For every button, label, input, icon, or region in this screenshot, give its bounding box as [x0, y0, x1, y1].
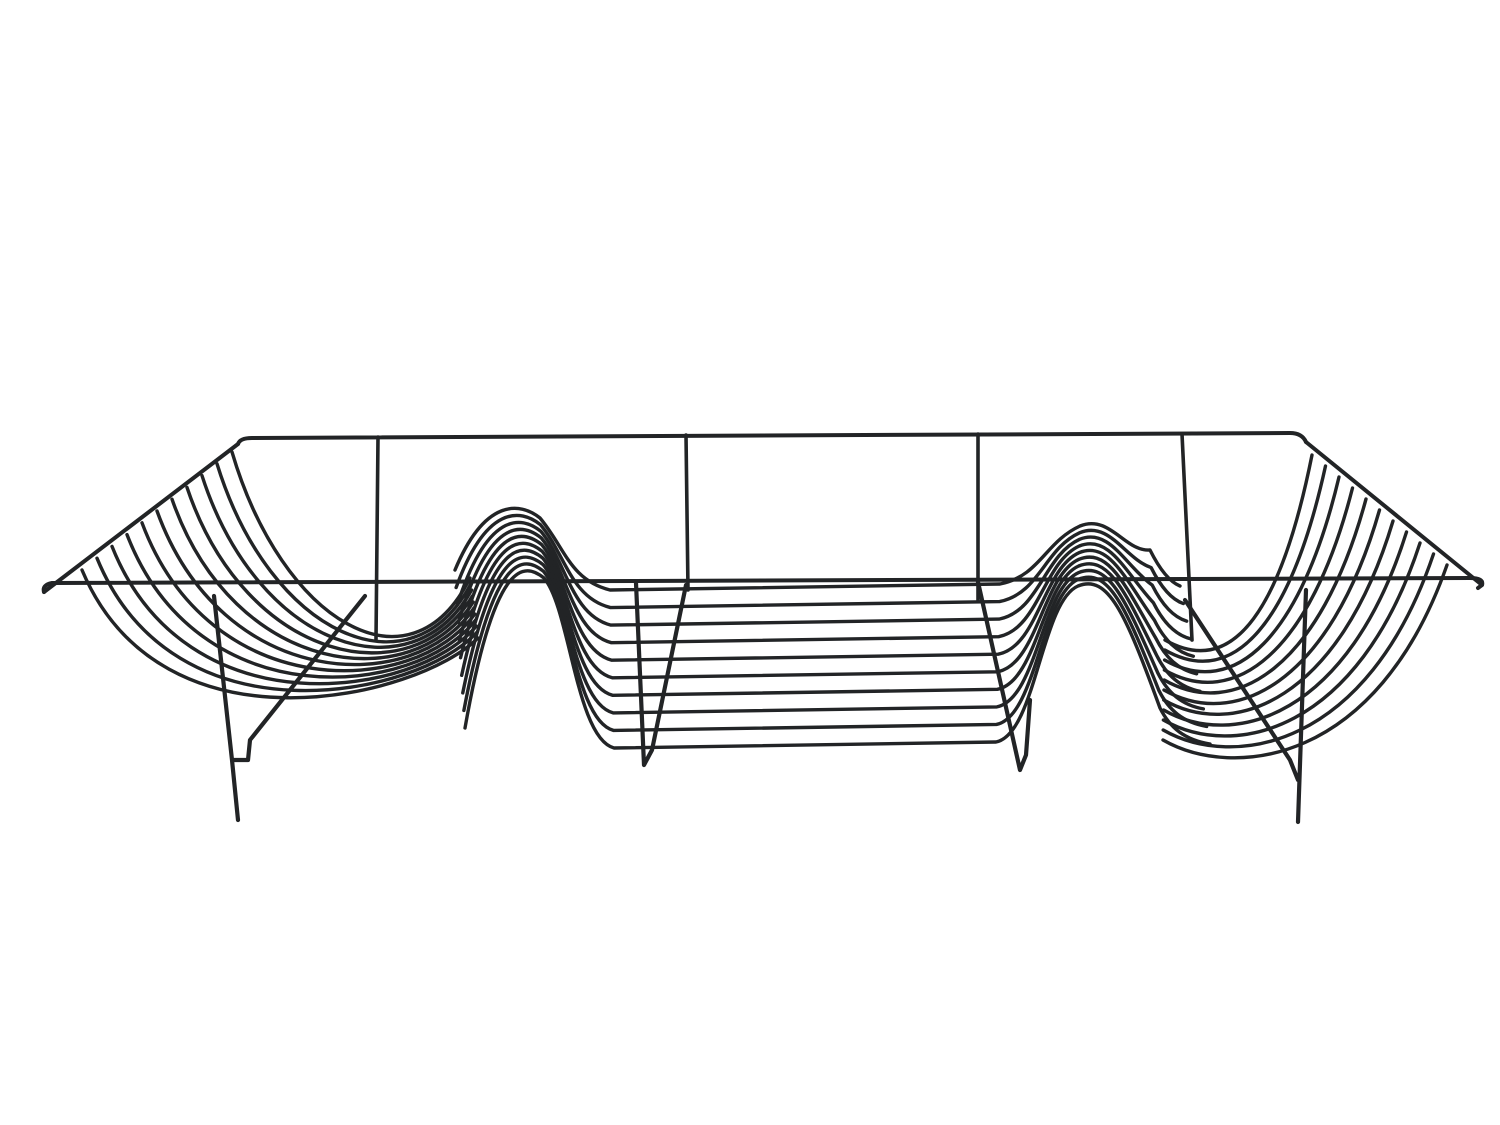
left-basket-wire — [110, 544, 479, 686]
leg-group — [211, 579, 1309, 825]
left-basket-wire — [155, 509, 476, 667]
left-basket-wire — [125, 532, 478, 679]
right-basket-wire — [1163, 453, 1314, 653]
left-basket-wire — [95, 556, 479, 693]
frame-top-left-wire — [42, 442, 240, 594]
leg-wire — [1182, 587, 1309, 825]
left-basket-wire — [170, 497, 475, 661]
bottom-wire — [459, 548, 1202, 698]
bottom-wire — [458, 541, 1199, 680]
leg-wire — [975, 579, 1033, 773]
leg-wire — [211, 593, 368, 823]
right-basket-wire — [1161, 563, 1449, 760]
back-post-wire — [374, 435, 380, 642]
left-basket-wire-group — [80, 450, 480, 700]
right-basket-wire — [1162, 475, 1341, 674]
bottom-wire — [457, 534, 1196, 662]
bottom-wire — [463, 569, 1212, 750]
left-basket-wire — [80, 568, 480, 700]
right-basket-wire — [1162, 519, 1395, 716]
frame-top-right-wire — [1304, 440, 1484, 587]
bottom-wire — [461, 555, 1206, 715]
left-basket-wire — [230, 450, 472, 639]
frame-top-back-wire — [236, 431, 1308, 446]
right-basket-wire — [1162, 486, 1355, 684]
left-basket-wire — [215, 462, 473, 644]
bottom-wire — [456, 527, 1192, 645]
bottom-wire — [453, 506, 1182, 592]
leg-wire — [633, 580, 689, 768]
right-basket-wire — [1162, 508, 1382, 706]
back-post-wire — [684, 433, 690, 592]
bottom-wire — [455, 520, 1189, 627]
left-basket-wire — [200, 473, 474, 649]
left-basket-wire — [140, 521, 477, 673]
right-basket-wire — [1163, 464, 1328, 663]
right-basket-wire — [1161, 541, 1422, 738]
left-basket-wire — [185, 485, 475, 655]
bottom-wire-group — [453, 506, 1212, 750]
bottom-wire — [462, 562, 1209, 733]
right-basket-wire — [1162, 497, 1368, 695]
back-post-group — [374, 432, 1194, 642]
frame-top-front-wire — [41, 576, 1485, 594]
bottom-wire — [454, 513, 1186, 610]
